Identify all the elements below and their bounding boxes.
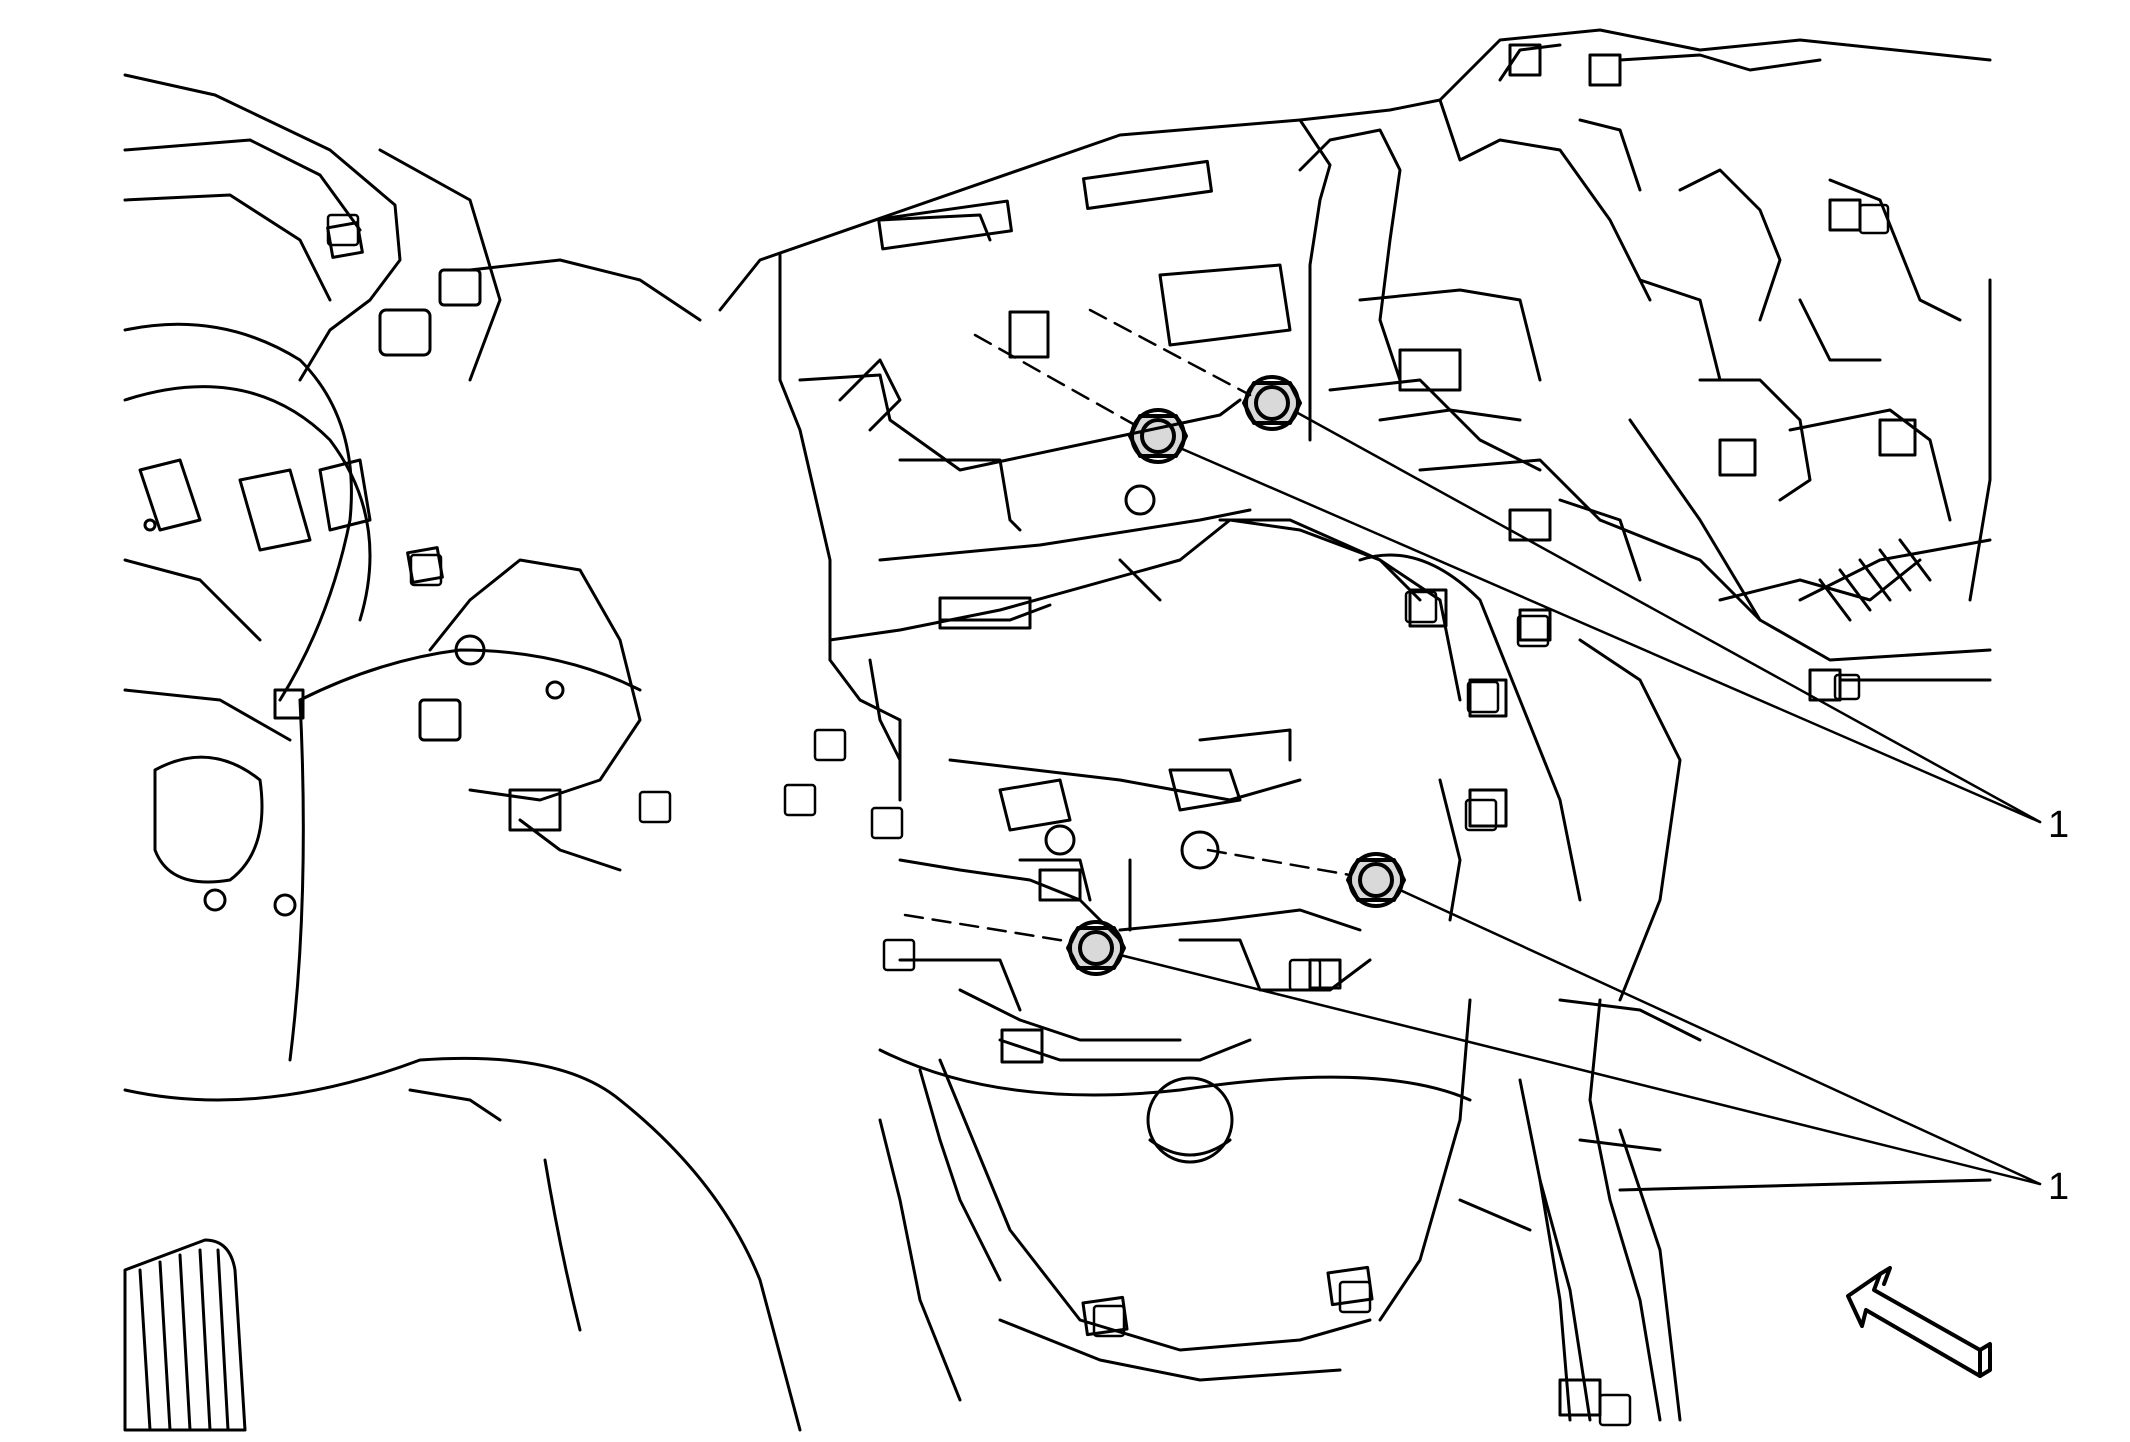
bolt-upper-left [1128,408,1188,464]
right-instrument-panel [1298,28,1992,702]
center-frame-upper [718,118,1332,662]
fastener-nuts [326,203,1890,1427]
steering-column-bracket [418,558,642,872]
callout-label-upper: 1 [2048,804,2070,846]
bolt-install-paths [903,308,1352,944]
bolt-lower-left [1066,920,1126,976]
steering-column-cover [123,648,802,1432]
front-direction-arrow-icon [1846,1266,1992,1378]
floor-area [1458,998,1992,1422]
callout-leader-lines [1118,410,2042,1186]
center-lower-cover [878,998,1472,1402]
left-instrument-panel [123,73,702,742]
callout-label-lower: 1 [2048,1166,2070,1208]
bolt-upper-right [1242,375,1302,431]
right-side-bracket [1218,518,1682,1422]
center-top-housing [1298,128,1642,582]
bolt-lower-right [1346,852,1406,908]
accelerator-pedal [123,1238,247,1432]
center-frame-lower [828,518,1462,1064]
